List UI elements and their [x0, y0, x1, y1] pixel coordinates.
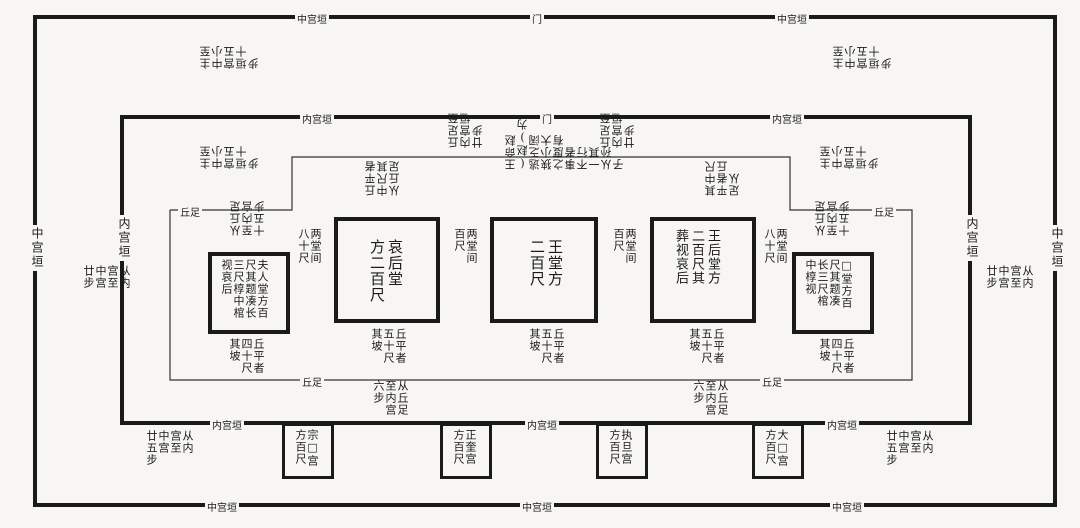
hall-queen2-text: 王后堂方 二百尺其 葬视哀后 — [673, 229, 720, 285]
outer-wall-label-2: 中宫垣 — [775, 11, 809, 26]
note-top-right: 主至 中小 宫五 垣十 步 — [832, 45, 893, 69]
inner-gate-label: 门 — [540, 111, 554, 126]
slope-3: 丘平者 五十尺 其坡 — [528, 328, 565, 364]
note-right-side: 从内 宫至 中宫 廿步 — [985, 265, 1034, 289]
hall-wife-right-text: □堂方百 尺其题凑 长三尺棺 中椁视 — [804, 259, 853, 309]
hall-king: 王堂方 二百尺 — [490, 217, 598, 323]
outer-gate-label: 门 — [530, 11, 544, 26]
hall-queen-text: 哀后堂 方二百尺 — [368, 239, 404, 303]
slope-2: 丘平者 五十尺 其坡 — [370, 328, 407, 364]
note-mid-left: 主至 中小 宫五 垣十 步 — [199, 145, 260, 169]
gate-zhengdi-text: 正奎宫 方百尺 — [452, 429, 477, 465]
gate-dayi: 大□宫 方百尺 — [752, 423, 804, 479]
outer-wall-bottom-3: 中宫垣 — [830, 499, 864, 514]
outer-wall-bottom-1: 中宫垣 — [205, 499, 239, 514]
qiuzu-bottom-right: 丘足 — [760, 374, 784, 389]
note-bottom-left: 从内 宫至 中宫 廿五步 — [145, 430, 194, 466]
inner-wall-label-1: 内宫垣 — [300, 111, 334, 126]
qiuzu-right: 丘足 — [872, 204, 896, 219]
note-mid-right: 主至 中小 宫五 垣十 步 — [819, 145, 880, 169]
gate-zongdi-text: 宗□宫 方百尺 — [294, 429, 319, 467]
inner-wall-bottom-1: 内宫垣 — [210, 417, 244, 432]
hall-wife-left: 夫人堂方百 尺其题凑长 三尺椁中棺 视哀后 — [208, 252, 290, 334]
hall-gap-3: 两堂间 百尺 — [612, 228, 637, 264]
outer-wall-right: 中宫垣 — [1049, 225, 1066, 271]
hall-wife-right: □堂方百 尺其题凑 长三尺棺 中椁视 — [792, 252, 874, 334]
note-bottom-right: 从内 宫至 中宫 廿五步 — [885, 430, 934, 466]
gate-zhixun: 执旦宫 方百尺 — [596, 423, 648, 479]
gate-zhixun-text: 执旦宫 方百尺 — [608, 429, 633, 465]
note-left-side: 从内 宫至 中宫 廿步 — [82, 265, 131, 289]
gate-zhengdi: 正奎宫 方百尺 — [440, 423, 492, 479]
note-upper-center-d: 其中尺 平者丘 足从 — [704, 160, 741, 196]
note-mid-fin-left: 从丘足 至内宫 十五步 — [229, 200, 266, 236]
note-upper-center-a: 丘足至 内宫垣 廿步 — [447, 112, 484, 148]
inner-wall-bottom-2: 内宫垣 — [525, 417, 559, 432]
inner-wall-bottom-3: 内宫垣 — [825, 417, 859, 432]
note-decree: 王命赵 (赵)为 逃乏阔 狭小大 之度有 事者 不行 一其 从孙 子 — [504, 118, 625, 170]
slope-4: 丘平者 五十尺 其坡 — [688, 328, 725, 364]
note-south-center-left: 从丘足 至内宫 六步 — [372, 380, 409, 416]
qiuzu-bottom-left: 丘足 — [300, 374, 324, 389]
slope-1: 丘平者 四十尺 其坡 — [228, 338, 265, 374]
hall-gap-4: 两堂间 八十尺 — [763, 228, 788, 264]
hall-gap-2: 两堂间 百尺 — [453, 228, 478, 264]
note-top-left: 主至 中小 宫五 垣十 步 — [199, 45, 260, 69]
outer-wall-label-1: 中宫垣 — [295, 11, 329, 26]
hall-wife-left-text: 夫人堂方百 尺其题凑长 三尺椁中棺 视哀后 — [220, 259, 269, 319]
mound-outline — [169, 156, 913, 381]
hall-queen: 哀后堂 方二百尺 — [334, 217, 440, 323]
note-south-center-right: 从丘足 至内宫 六步 — [692, 380, 729, 416]
inner-wall-left: 内宫垣 — [116, 215, 133, 261]
inner-wall-label-2: 内宫垣 — [770, 111, 804, 126]
gate-zongdi: 宗□宫 方百尺 — [282, 423, 334, 479]
outer-wall-left: 中宫垣 — [29, 225, 46, 271]
note-mid-fin-right: 从丘足 至内宫 十五步 — [814, 200, 851, 236]
qiuzu-left: 丘足 — [178, 204, 202, 219]
note-upper-center-c: 丘平者 中尺其 从丘足 — [364, 160, 401, 196]
gate-dayi-text: 大□宫 方百尺 — [764, 429, 789, 467]
hall-king-text: 王堂方 二百尺 — [528, 239, 564, 287]
slope-5: 丘平者 四十尺 其坡 — [818, 338, 855, 374]
hall-queen2: 王后堂方 二百尺其 葬视哀后 — [650, 217, 756, 323]
inner-wall-right: 内宫垣 — [964, 215, 981, 261]
outer-wall-bottom-2: 中宫垣 — [520, 499, 554, 514]
hall-gap-1: 两堂间 八十尺 — [297, 228, 322, 264]
